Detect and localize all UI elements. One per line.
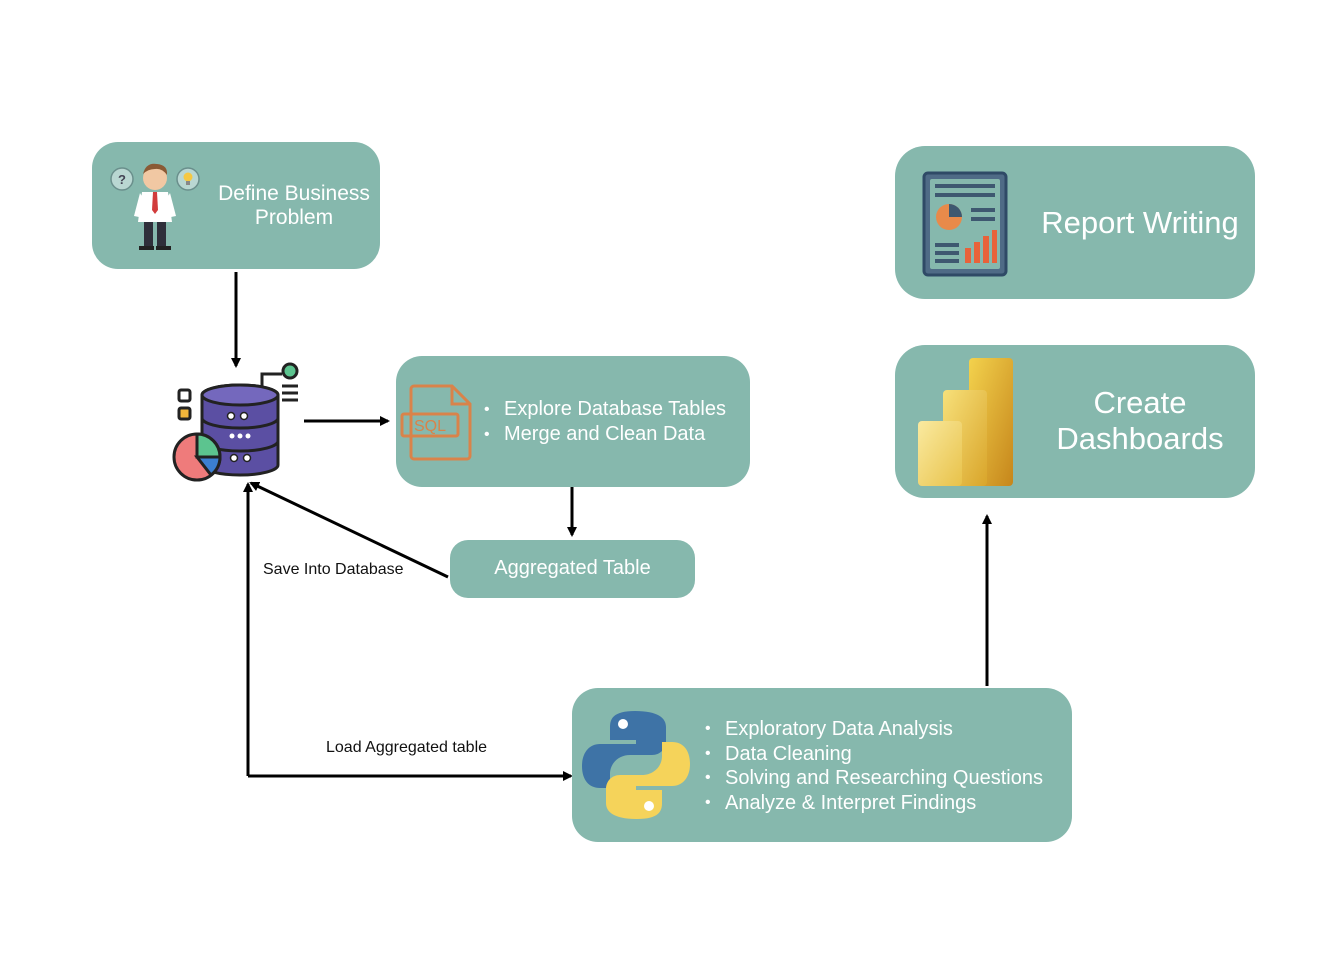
power-bi-icon xyxy=(918,358,1013,486)
save-into-database-label: Save Into Database xyxy=(263,561,404,578)
report-document-icon xyxy=(922,171,1008,277)
report-writing-node: Report Writing xyxy=(895,146,1255,299)
python-analysis-item: Analyze & Interpret Findings xyxy=(705,791,1043,816)
dashboards-line1: Create xyxy=(1093,385,1187,420)
sql-explore-item: Merge and Clean Data xyxy=(484,422,726,447)
svg-text:?: ? xyxy=(118,172,126,187)
define-business-problem-node: ? Define Business Problem xyxy=(92,142,380,269)
sql-explore-list: Explore Database Tables Merge and Clean … xyxy=(484,397,726,447)
define-problem-line2: Problem xyxy=(254,206,334,230)
sql-icon-text: SQL xyxy=(414,418,446,435)
sql-explore-node: SQL Explore Database Tables Merge and Cl… xyxy=(396,356,750,487)
aggregated-table-label: Aggregated Table xyxy=(494,557,651,579)
python-analysis-item: Exploratory Data Analysis xyxy=(705,717,1043,742)
define-problem-line1: Define Business xyxy=(218,182,370,205)
python-logo-icon xyxy=(582,711,690,819)
sql-file-icon: SQL xyxy=(400,384,472,461)
database-icon xyxy=(172,362,299,482)
dashboards-line2: Dashboards xyxy=(1056,420,1224,456)
python-analysis-list: Exploratory Data Analysis Data Cleaning … xyxy=(705,717,1043,815)
load-aggregated-table-label: Load Aggregated table xyxy=(326,739,488,756)
report-writing-label: Report Writing xyxy=(1041,205,1239,240)
create-dashboards-node: Create Dashboards xyxy=(895,345,1255,498)
arrow-aggregated-to-database xyxy=(249,481,449,579)
person-with-question-icon: ? xyxy=(110,163,200,250)
sql-explore-item: Explore Database Tables xyxy=(484,397,726,422)
python-analysis-item: Solving and Researching Questions xyxy=(705,766,1043,791)
python-analysis-node: Exploratory Data Analysis Data Cleaning … xyxy=(572,688,1072,842)
aggregated-table-node: Aggregated Table xyxy=(450,540,695,598)
python-analysis-item: Data Cleaning xyxy=(705,742,1043,767)
